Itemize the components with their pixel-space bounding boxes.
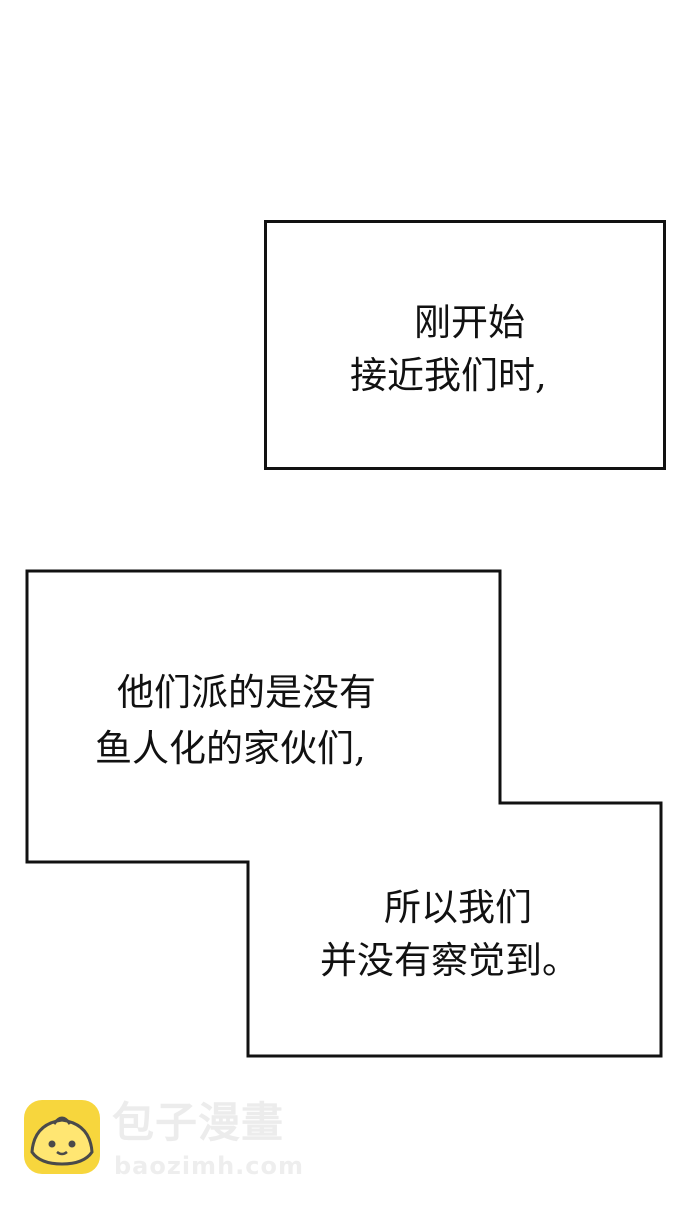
watermark-url: baozimh.com (114, 1152, 304, 1180)
watermark-title: 包子漫畫 (112, 1098, 285, 1147)
caption-3-line-2: 并没有察觉到。 (320, 939, 579, 982)
watermark: 包子漫畫 baozimh.com (24, 1098, 324, 1182)
bun-mascot-icon (24, 1100, 100, 1174)
caption-2-line-1: 他们派的是没有 (117, 671, 376, 714)
caption-1-line-1: 刚开始 (414, 301, 525, 344)
caption-3-line-1: 所以我们 (384, 886, 532, 929)
caption-1-line-2: 接近我们时, (350, 354, 547, 397)
caption-box-1 (264, 220, 666, 470)
caption-2-line-2: 鱼人化的家伙们, (95, 727, 366, 770)
